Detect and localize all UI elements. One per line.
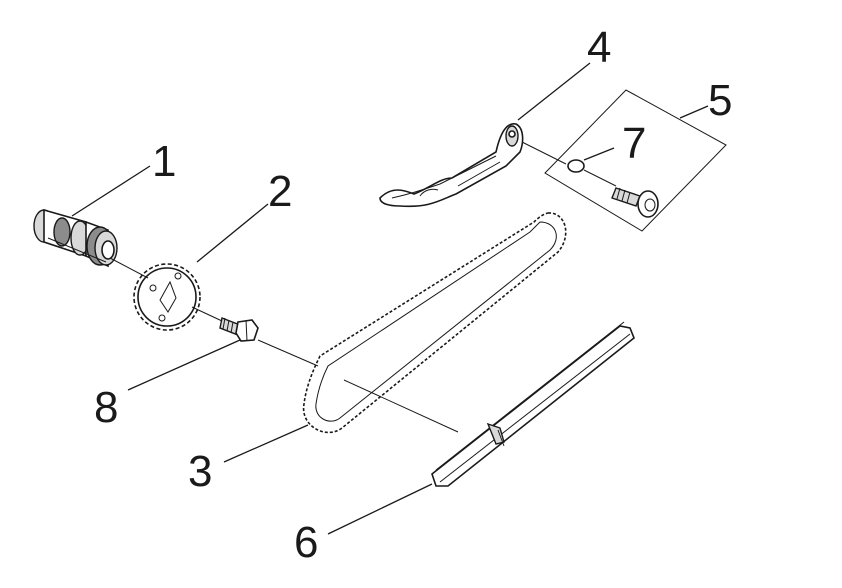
leader-line-6: [327, 483, 433, 535]
part-label-6: 6: [294, 518, 318, 567]
leader-line-4: [517, 62, 591, 121]
timing-chain-part: [302, 212, 567, 434]
leader-line-3: [223, 424, 309, 463]
leader-line-7: [583, 147, 615, 161]
chain-guide-part: [431, 321, 635, 487]
part-label-8: 8: [94, 383, 118, 432]
part-label-1: 1: [152, 137, 176, 186]
part-label-2: 2: [268, 167, 292, 216]
pivot-bolt-kit-box: [544, 89, 727, 232]
leader-line-8: [127, 339, 241, 391]
part-label-5: 5: [708, 76, 732, 125]
camshaft-part: [33, 208, 118, 268]
part-number-labels: 1 2 3 4 5 6 7 8: [94, 23, 732, 567]
o-ring-part: [567, 159, 585, 173]
cam-sprocket-part: [133, 263, 201, 331]
part-label-7: 7: [622, 119, 646, 168]
leader-line-5: [679, 105, 709, 119]
part-label-4: 4: [587, 23, 611, 72]
tensioner-arm-part: [379, 123, 524, 208]
leader-lines: [71, 62, 709, 535]
part-label-3: 3: [188, 447, 212, 496]
leader-line-1: [71, 165, 151, 217]
sprocket-bolt-part: [219, 317, 259, 342]
pivot-bolt-part: [611, 187, 659, 218]
assembly-axis-lines: [109, 141, 617, 433]
leader-line-2: [196, 203, 269, 263]
